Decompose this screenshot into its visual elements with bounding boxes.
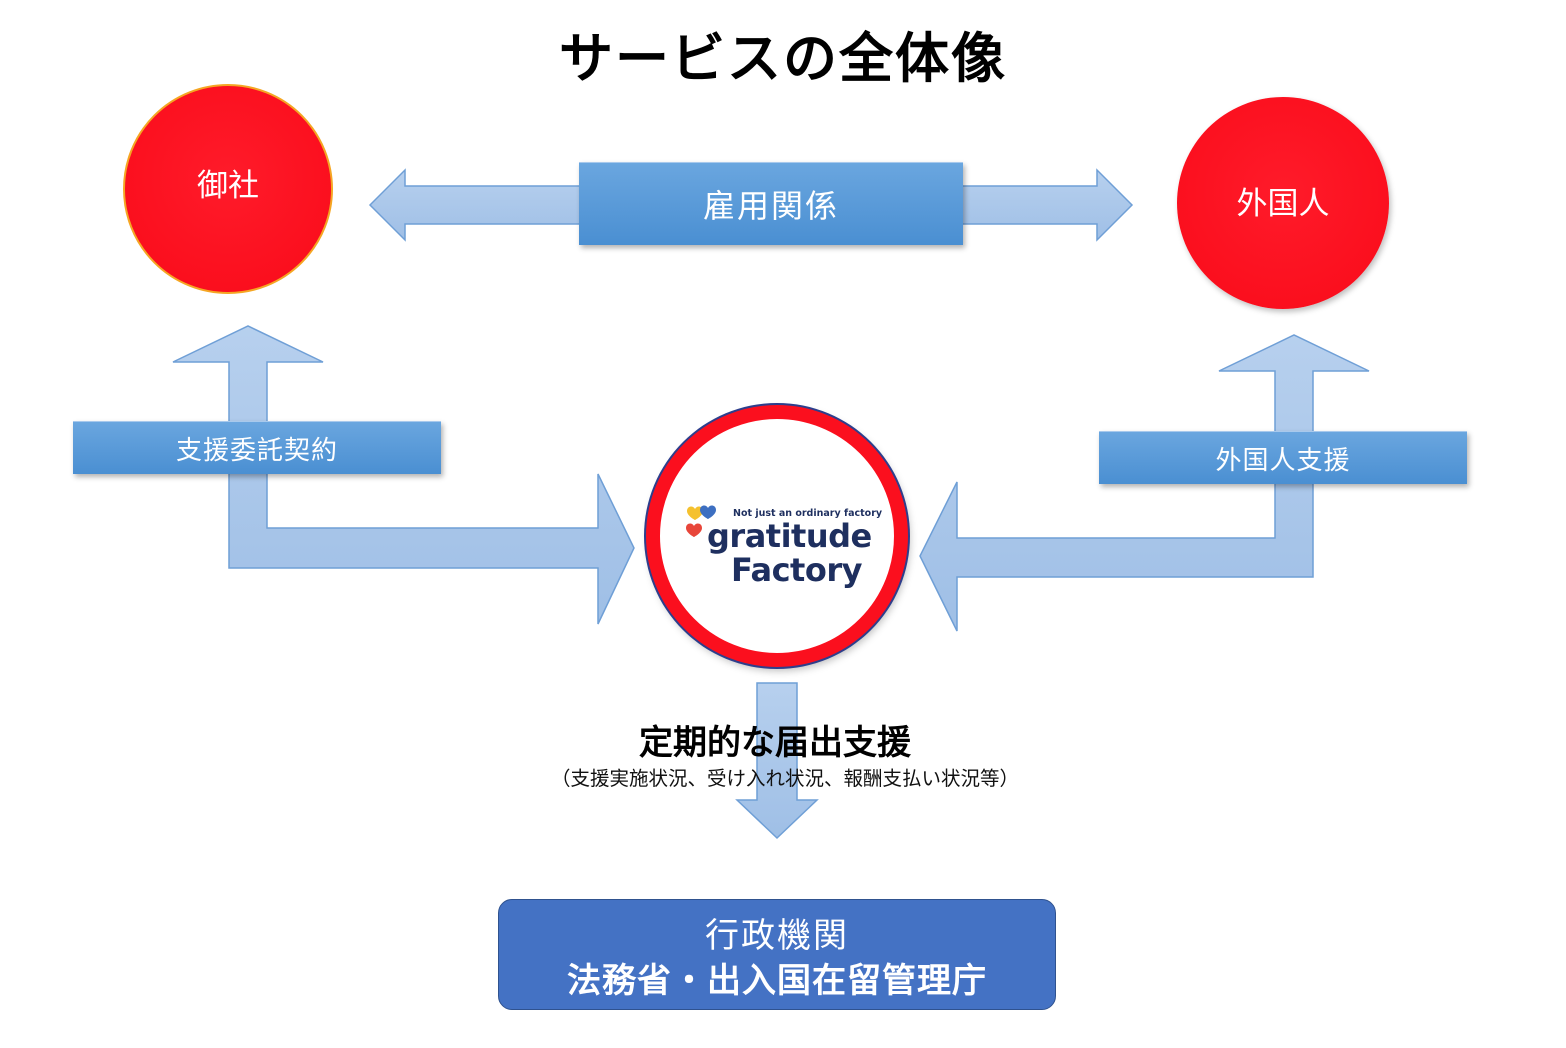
logo-word-gratitude: gratitude [707,517,872,555]
foreigner-node: 外国人 [1177,97,1389,309]
filing-down-arrow [735,682,819,840]
government-agency-box [498,899,1056,1010]
agency-name: 法務省・出入国在留管理庁 [567,961,987,1001]
agency-heading: 行政機関 [705,916,849,956]
support-contract-arrow-up [172,325,635,625]
foreigner-support-label-box: 外国人支援 [1099,431,1467,484]
employment-label: 雇用関係 [702,187,839,225]
company-node: 御社 [123,84,333,294]
foreigner-support-arrow [919,334,1370,632]
company-label: 御社 [197,167,259,204]
support-contract-label: 支援委託契約 [175,435,338,466]
heart-cluster-icon [686,505,716,537]
foreigner-label: 外国人 [1236,185,1330,222]
employment-label-box: 雇用関係 [579,162,963,245]
filing-support-subtitle: （支援実施状況、受け入れ状況、報酬支払い状況等） [550,767,1019,790]
logo-tagline: Not just an ordinary factory [733,508,883,519]
filing-support-title: 定期的な届出支援 [639,723,911,763]
foreigner-support-label: 外国人支援 [1215,445,1351,476]
page-title: サービスの全体像 [559,27,1007,90]
logo-word-factory: Factory [731,551,862,589]
support-contract-label-box: 支援委託契約 [73,421,441,474]
